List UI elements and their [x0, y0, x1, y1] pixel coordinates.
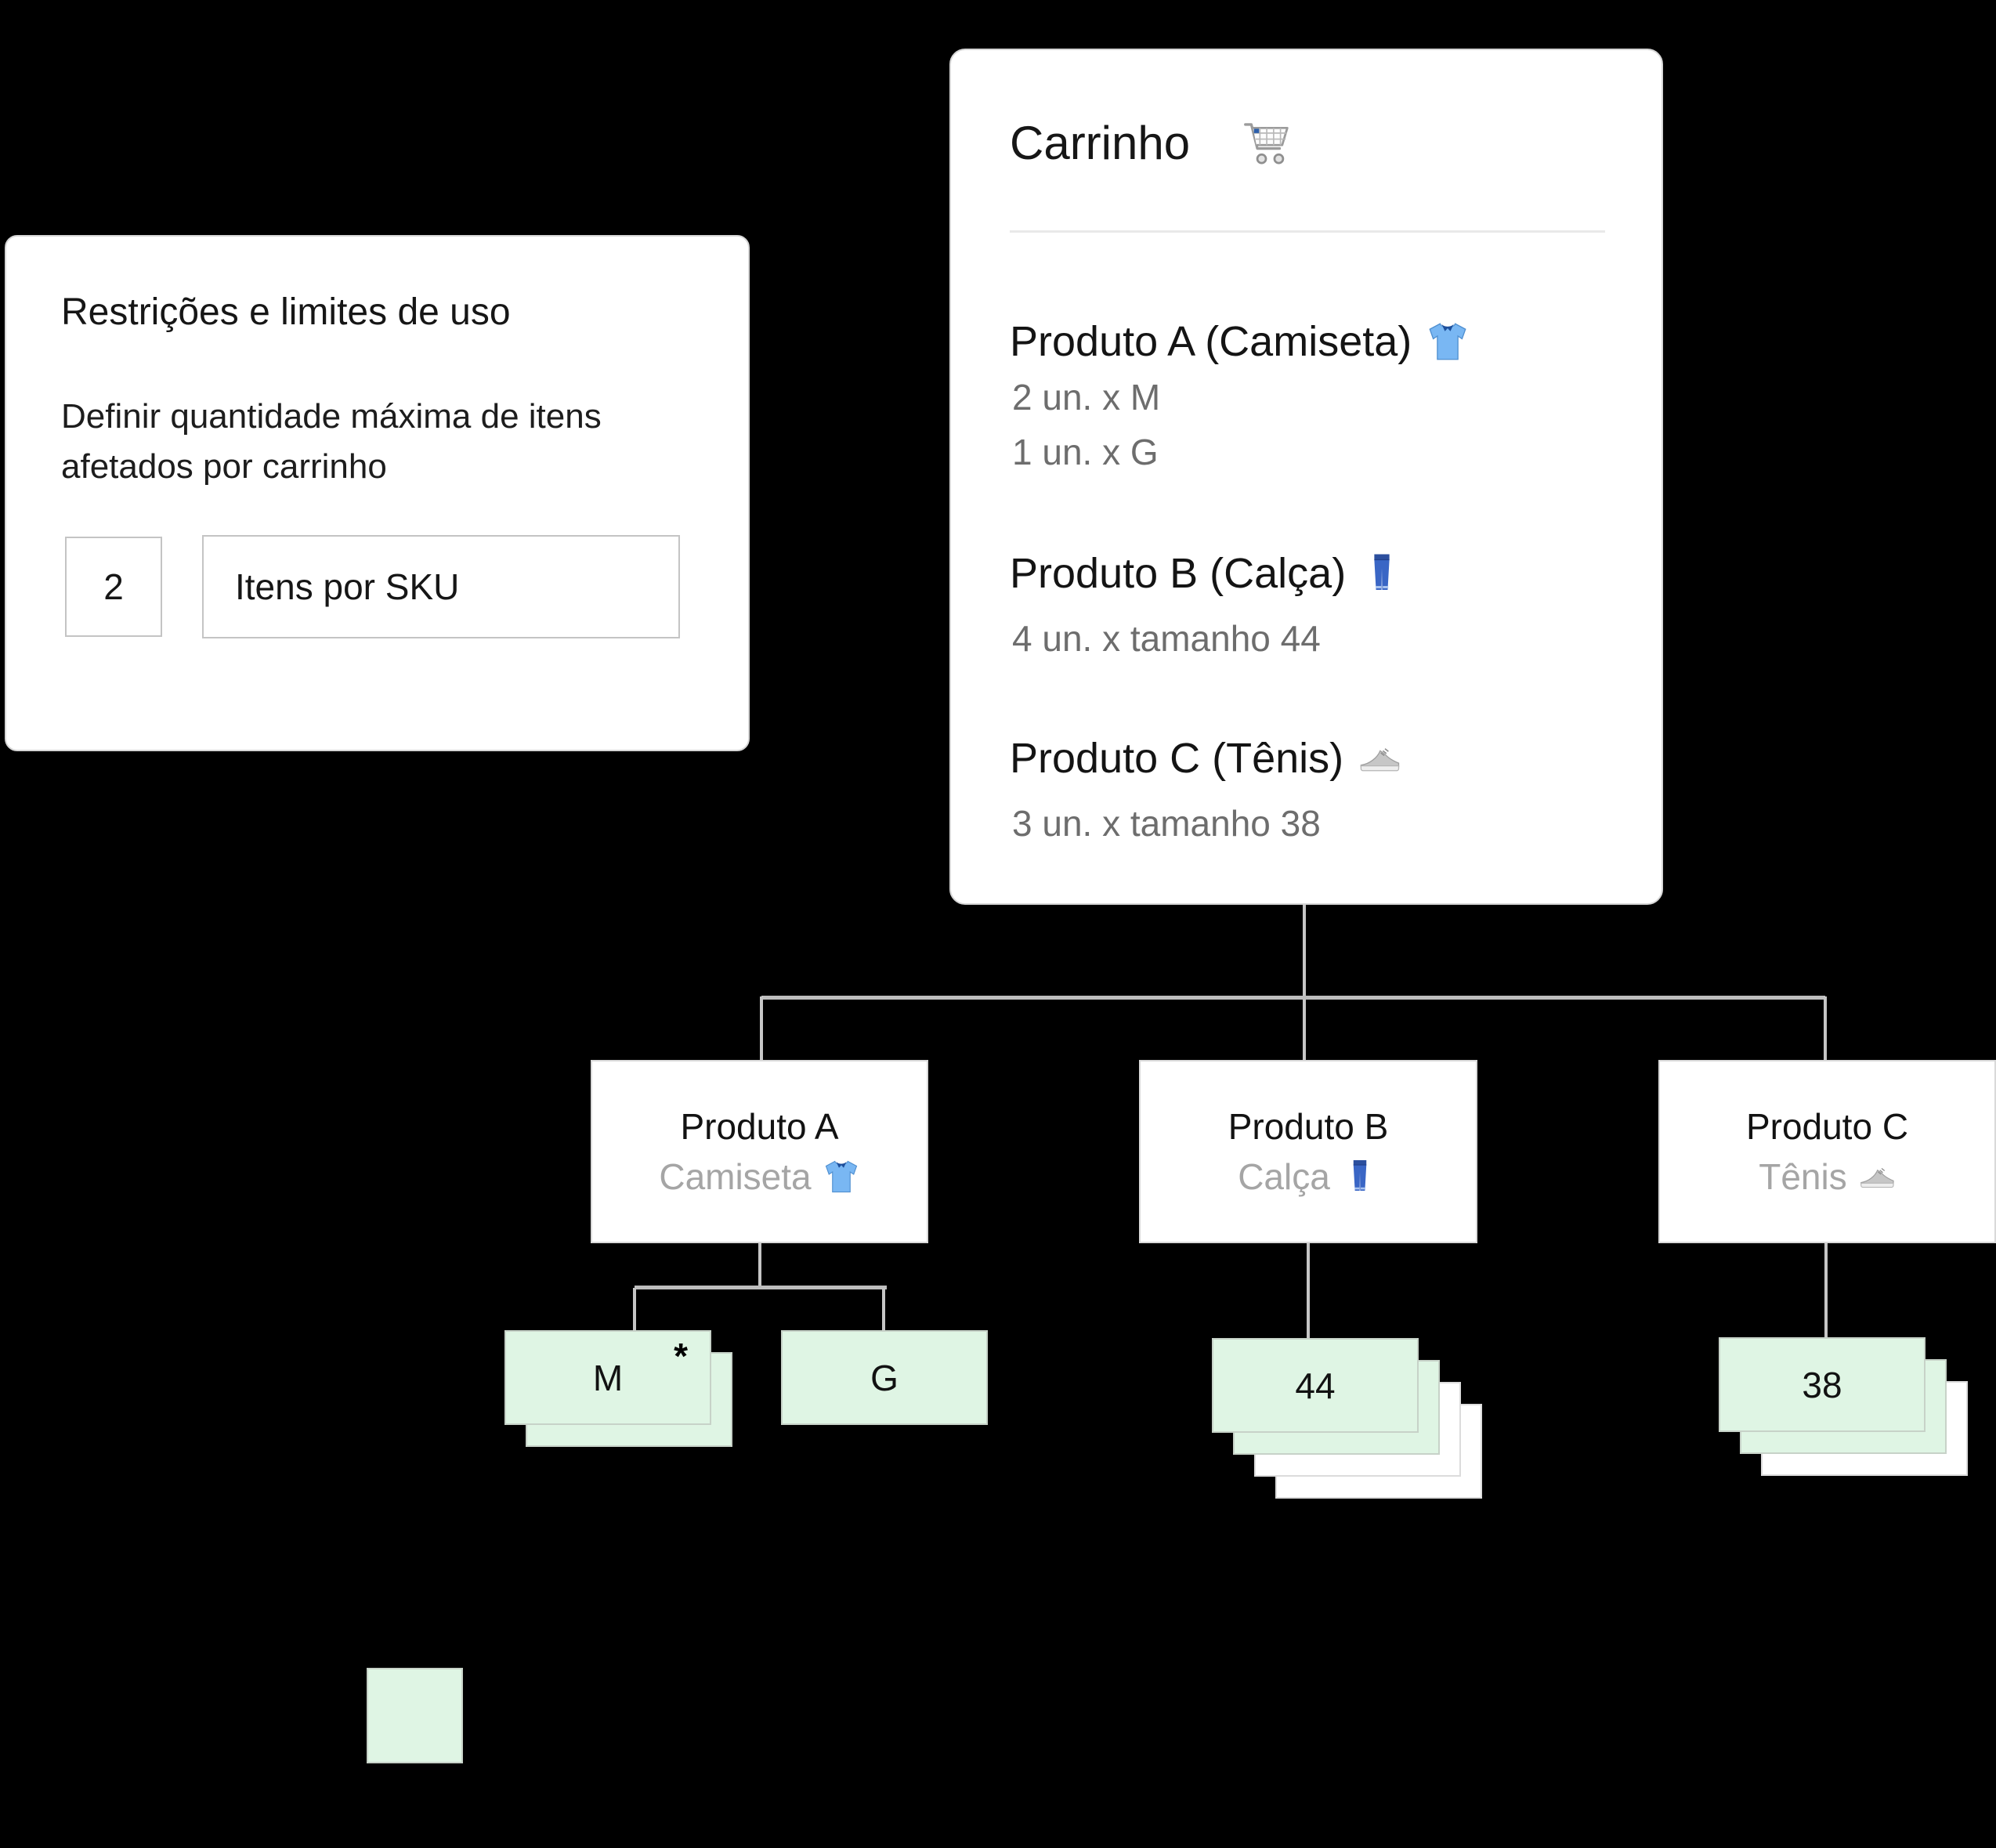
cart-divider — [1010, 230, 1605, 233]
product-category: Calça — [1238, 1155, 1379, 1198]
cart-title: Carrinho — [1010, 117, 1191, 169]
product-category-text: Calça — [1238, 1156, 1330, 1197]
shopping-cart-icon — [1238, 116, 1293, 171]
sneaker-icon — [1358, 736, 1401, 780]
cart-card: Carrinho Produto A (Camiseta) 2 un. x M … — [949, 49, 1663, 905]
sku-card-front: 44 — [1212, 1338, 1419, 1433]
product-category-text: Tênis — [1759, 1156, 1847, 1197]
quantity-input[interactable]: 2 — [65, 537, 162, 637]
cart-item-title: Produto A (Camiseta) — [1010, 316, 1470, 367]
product-name: Produto B — [1228, 1106, 1389, 1147]
sku-label: 44 — [1295, 1365, 1336, 1406]
cart-item-line: 1 un. x G — [1012, 432, 1159, 472]
connector-drop-sku-m — [633, 1288, 636, 1330]
cart-item-title-text: Produto C (Tênis) — [1010, 735, 1344, 782]
product-name: Produto A — [680, 1106, 839, 1147]
jeans-icon — [1341, 1158, 1379, 1195]
restrictions-description-line2: afetados por carrinho — [61, 447, 387, 486]
sku-label: M — [592, 1357, 624, 1398]
sku-label: G — [870, 1357, 899, 1398]
connector-a-stem — [758, 1243, 761, 1287]
cart-item-title: Produto C (Tênis) — [1010, 733, 1401, 783]
restrictions-title: Restrições e limites de uso — [61, 291, 511, 333]
connector-c-stem — [1824, 1243, 1828, 1337]
product-category: Camiseta — [659, 1155, 859, 1198]
connector-drop-sku-g — [882, 1288, 885, 1330]
product-name: Produto C — [1745, 1106, 1909, 1147]
sneaker-icon — [1858, 1158, 1896, 1195]
product-box-b: Produto B Calça — [1139, 1060, 1477, 1243]
legend-allowed-swatch — [367, 1668, 463, 1763]
cart-item-title-text: Produto B (Calça) — [1010, 550, 1347, 597]
connector-branch-horizontal — [761, 996, 1825, 1000]
connector-b-stem — [1307, 1243, 1310, 1338]
jeans-icon — [1360, 552, 1404, 595]
product-box-c: Produto C Tênis — [1658, 1060, 1996, 1243]
sku-card-front: 38 — [1719, 1337, 1925, 1432]
product-box-a: Produto A Camiseta — [591, 1060, 928, 1243]
cart-item-line: 2 un. x M — [1012, 377, 1161, 418]
cart-item-title: Produto B (Calça) — [1010, 548, 1404, 599]
restrictions-description-line1: Definir quantidade máxima de itens — [61, 397, 602, 436]
tshirt-icon — [823, 1158, 860, 1195]
product-category-text: Camiseta — [659, 1156, 812, 1197]
connector-cart-to-branch — [1303, 905, 1306, 1060]
cart-item-line: 4 un. x tamanho 44 — [1012, 618, 1321, 659]
tshirt-icon — [1426, 320, 1470, 363]
restrictions-description: Definir quantidade máxima de itens afeta… — [61, 392, 602, 492]
sku-card-front: G — [781, 1330, 988, 1425]
cart-title-row: Carrinho — [1010, 116, 1293, 171]
product-category: Tênis — [1759, 1155, 1895, 1198]
connector-a-split — [635, 1286, 887, 1289]
cart-item-line: 3 un. x tamanho 38 — [1012, 803, 1321, 844]
sku-footnote-asterisk: * — [674, 1336, 688, 1376]
connector-drop-product-c — [1824, 996, 1827, 1060]
sku-label: 38 — [1802, 1364, 1842, 1405]
cart-item-title-text: Produto A (Camiseta) — [1010, 318, 1412, 365]
quantity-unit-select[interactable]: Itens por SKU — [202, 535, 680, 638]
sku-card-front: M* — [504, 1330, 711, 1425]
connector-drop-product-a — [760, 996, 763, 1060]
restrictions-card: Restrições e limites de uso Definir quan… — [5, 235, 750, 751]
